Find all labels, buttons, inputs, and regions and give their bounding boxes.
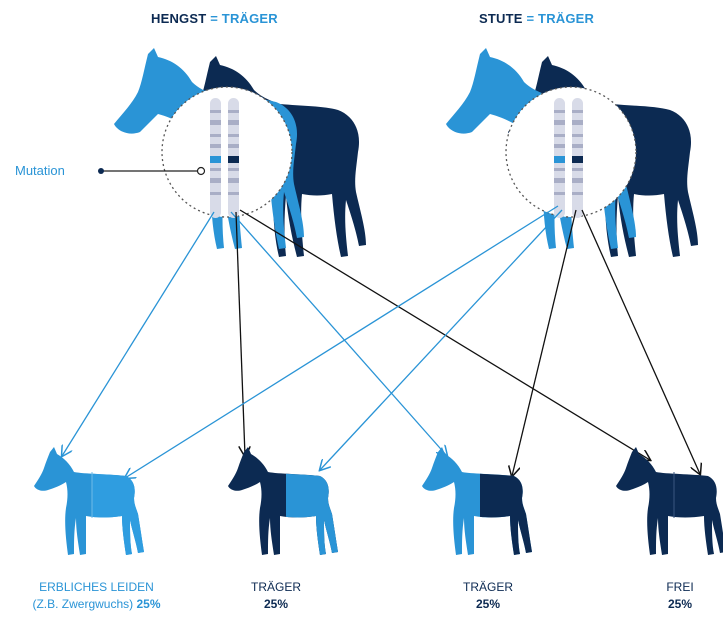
caption-affected-percent: 25% [136,597,161,611]
caption-affected: ERBLICHES LEIDEN (Z.B. Zwergwuchs) 25% [4,579,189,613]
mutation-label: Mutation [15,163,65,178]
stallion-header: HENGST = TRÄGER [151,11,278,26]
caption-free-percent: 25% [667,597,693,611]
foal-affected [34,447,144,555]
caption-carrier-2: TRÄGER 25% [448,579,528,613]
mutation-pointer [98,166,206,176]
stallion [114,48,366,257]
caption-carrier-2-title: TRÄGER [462,580,513,594]
caption-free-title: FREI [666,580,694,594]
mare-chromosome-lens [505,86,637,218]
inheritance-arrows [62,205,700,478]
stallion-header-label: HENGST [151,11,207,26]
mare [446,48,698,257]
stallion-header-equals: = [210,11,218,26]
caption-carrier-1-title: TRÄGER [250,580,301,594]
mare-header: STUTE = TRÄGER [479,11,594,26]
caption-carrier-2-percent: 25% [475,597,501,611]
mare-header-label: STUTE [479,11,523,26]
arrow-stallion-to-foal-1 [62,211,215,456]
caption-carrier-1: TRÄGER 25% [236,579,316,613]
mare-header-status: TRÄGER [538,11,595,26]
caption-free: FREI 25% [640,579,720,613]
arrow-mare-to-foal-2 [320,209,563,470]
stallion-chromosome-lens [161,86,293,218]
foal-free [616,447,723,555]
arrow-mare-to-foal-1 [125,205,559,478]
arrow-stallion-to-foal-2 [235,211,245,456]
caption-affected-title: ERBLICHES LEIDEN [39,580,154,594]
arrow-mare-to-foal-4 [581,209,700,474]
mare-header-equals: = [526,11,535,26]
arrow-mare-to-foal-3 [512,209,577,476]
caption-affected-example: (Z.B. Zwergwuchs) [32,597,134,611]
foal-carrier-1 [228,447,338,555]
stallion-header-status: TRÄGER [221,11,278,26]
arrow-stallion-to-foal-3 [230,211,447,456]
caption-carrier-1-percent: 25% [263,597,289,611]
caption-affected-subtitle-row: (Z.B. Zwergwuchs) 25% [4,596,189,613]
